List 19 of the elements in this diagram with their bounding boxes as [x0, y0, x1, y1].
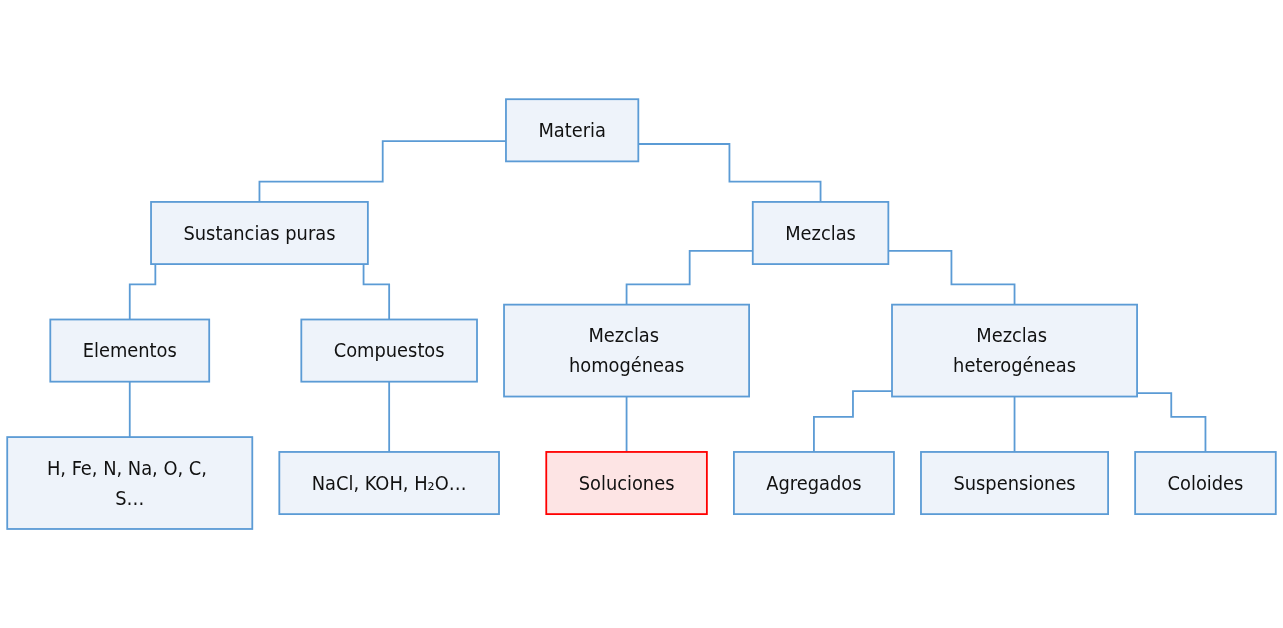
node-box: Soluciones [545, 450, 708, 515]
node-box: H, Fe, N, Na, O, C, S… [6, 436, 254, 530]
node-box: Mezclas [751, 200, 890, 265]
connector [625, 395, 628, 453]
node-box: Suspensiones [920, 450, 1109, 515]
node-box: Agregados [733, 450, 895, 515]
connector [1136, 392, 1207, 453]
connector [388, 380, 391, 453]
connector [1013, 395, 1016, 453]
node-box: Mezclas homogéneas [503, 303, 750, 398]
node-box: NaCl, KOH, H₂O… [278, 450, 500, 515]
node-box: Materia [505, 98, 640, 163]
node-box: Mezclas heterogéneas [891, 303, 1138, 398]
node-box: Coloides [1134, 450, 1277, 515]
node-box: Compuestos [300, 318, 478, 383]
node-box: Sustancias puras [150, 200, 369, 265]
node-box: Elementos [49, 318, 211, 383]
connector [813, 390, 893, 453]
connector [128, 380, 131, 438]
